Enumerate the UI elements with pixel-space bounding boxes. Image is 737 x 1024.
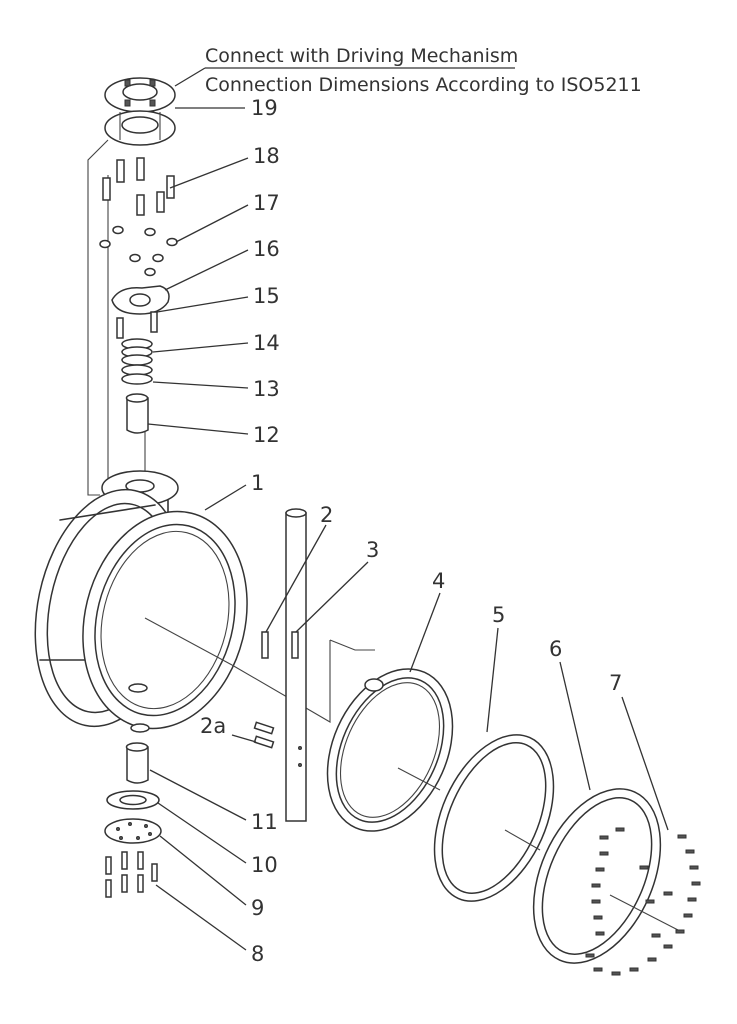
part-label-10: 10 — [251, 853, 278, 877]
leader-12 — [147, 423, 249, 435]
assembly-link — [329, 639, 375, 651]
leader-18 — [169, 157, 249, 189]
top-mounting-flange — [104, 77, 176, 113]
seal-ring-5 — [433, 734, 555, 902]
packing-rings-14 — [121, 338, 153, 366]
part-label-15: 15 — [253, 284, 280, 308]
part-label-11: 11 — [251, 810, 278, 834]
leader-14 — [152, 342, 249, 353]
leader-11 — [149, 769, 247, 821]
gasket-10 — [106, 790, 160, 810]
part-label-7: 7 — [609, 671, 622, 695]
leader-9 — [159, 835, 247, 906]
shaft — [285, 508, 307, 822]
leader-13 — [152, 381, 249, 389]
part-label-6: 6 — [549, 637, 562, 661]
bottom-bushing-11 — [125, 742, 149, 784]
screws-7 — [585, 827, 701, 976]
leader-4 — [409, 592, 441, 673]
leader-8 — [155, 884, 247, 951]
key-3 — [291, 631, 299, 659]
part-label-13: 13 — [253, 377, 280, 401]
part-label-16: 16 — [253, 237, 280, 261]
bracket-plate — [104, 110, 176, 146]
part-label-18: 18 — [253, 144, 280, 168]
nuts-17 — [99, 225, 178, 277]
part-label-12: 12 — [253, 423, 280, 447]
gland-plate-16 — [111, 285, 170, 315]
bushing-12 — [125, 393, 149, 434]
leader-7 — [621, 696, 669, 831]
part-label-4: 4 — [432, 569, 445, 593]
part-label-17: 17 — [253, 191, 280, 215]
part-label-5: 5 — [492, 603, 505, 627]
part-label-9: 9 — [251, 896, 264, 920]
retaining-ring-4 — [326, 668, 454, 832]
packing-rings-13 — [121, 364, 153, 385]
leader-16 — [164, 249, 249, 291]
part-label-1: 1 — [251, 471, 264, 495]
leader-15 — [156, 296, 249, 313]
keys-2a — [253, 721, 275, 749]
leader-2a — [231, 734, 257, 743]
leader-3 — [295, 561, 369, 633]
bottom-cover-9 — [104, 818, 162, 844]
leader-10 — [157, 802, 247, 864]
part-label-2: 2 — [320, 503, 333, 527]
header-line-2: Connection Dimensions According to ISO52… — [205, 74, 642, 96]
leader-17 — [175, 204, 249, 243]
header-leader — [174, 67, 206, 87]
leader-6 — [559, 661, 591, 791]
valve-body-1 — [34, 470, 331, 733]
part-label-8: 8 — [251, 942, 264, 966]
leader-1 — [204, 484, 247, 511]
leader-2 — [265, 524, 327, 633]
assembly-axis-left — [87, 139, 109, 496]
header-line-1: Connect with Driving Mechanism — [205, 45, 518, 67]
bolts-18 — [102, 157, 175, 216]
key-2 — [261, 631, 269, 659]
part-label-3: 3 — [366, 538, 379, 562]
bolts-8 — [105, 851, 158, 898]
leader-5 — [486, 627, 499, 733]
clamp-ring-6 — [532, 788, 679, 964]
part-label-2a: 2a — [200, 714, 226, 738]
part-label-19: 19 — [251, 96, 278, 120]
part-label-14: 14 — [253, 331, 280, 355]
studs-15 — [116, 311, 158, 339]
